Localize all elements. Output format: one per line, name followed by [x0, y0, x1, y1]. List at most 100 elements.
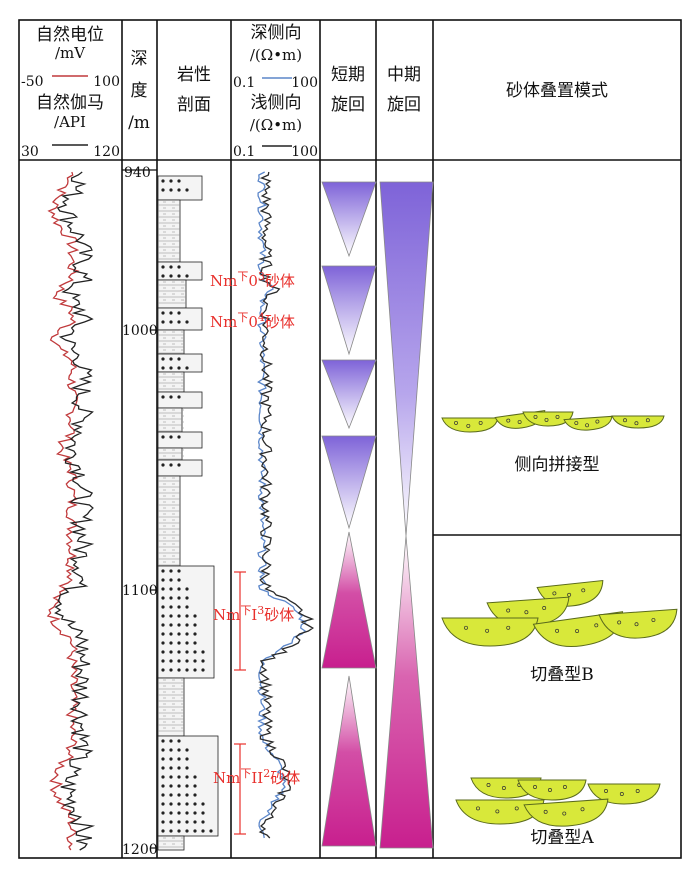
lith-sand-dot	[169, 587, 173, 591]
lith-sand-dot	[161, 757, 165, 761]
lith-sand-dot	[177, 357, 181, 361]
short-cycle-1	[321, 181, 377, 258]
lith-sand-dot	[161, 274, 165, 278]
lith-sand-dot	[161, 311, 165, 315]
sand-grain	[580, 807, 585, 812]
sand-grain	[533, 414, 538, 419]
lith-bed-sand	[157, 431, 203, 449]
lith-sand-dot	[161, 659, 165, 663]
lith-sand-dot	[193, 650, 197, 654]
lith-sand-dot	[161, 650, 165, 654]
lith-sand-dot	[177, 802, 181, 806]
lith-sand-dot	[185, 757, 189, 761]
mode-cut-b-label: 切叠型B	[530, 665, 594, 685]
lith-sand-dot	[161, 748, 165, 752]
lith-bed-mud	[157, 835, 185, 851]
lith-sand-dot	[177, 320, 181, 324]
short-cycle-4	[321, 435, 377, 530]
lith-sand-dot	[161, 463, 165, 467]
gr-min: 30	[21, 144, 39, 160]
lith-sand-dot	[193, 775, 197, 779]
lith-line-1: 岩性	[177, 65, 211, 85]
lith-bed-sand	[157, 261, 203, 281]
lith-sand-dot	[161, 188, 165, 192]
lith-sand-dot	[177, 179, 181, 183]
sand-grain	[478, 420, 483, 425]
deep-resistivity-curve	[258, 171, 315, 839]
lith-sand-dot	[177, 641, 181, 645]
deep-title: 深侧向	[251, 23, 302, 43]
sand-grain	[645, 418, 650, 423]
lith-sand-dot	[161, 578, 165, 582]
sand-annotations: Nm下03砂体 Nm下04砂体 Nm下I3砂体 Nm下II2砂体	[210, 270, 300, 787]
lith-sand-dot	[193, 784, 197, 788]
table-grid	[18, 19, 682, 859]
sand-grain	[485, 628, 490, 633]
lith-sand-dot	[177, 775, 181, 779]
lith-sand-dot	[185, 784, 189, 788]
lith-sand-dot	[193, 811, 197, 815]
lith-line-2: 剖面	[177, 95, 211, 115]
lith-sand-dot	[169, 775, 173, 779]
shallow-title: 浅侧向	[251, 93, 302, 113]
lith-sand-dot	[193, 623, 197, 627]
sand-grain	[604, 789, 608, 793]
lith-sand-dot	[161, 766, 165, 770]
lith-sand-dot	[169, 820, 173, 824]
lith-sand-dot	[161, 320, 165, 324]
sand-grain	[594, 623, 599, 628]
lith-sand-dot	[185, 596, 189, 600]
lith-sand-dot	[193, 793, 197, 797]
lith-sand-dot	[169, 829, 173, 833]
lith-sand-dot	[169, 463, 173, 467]
lith-bed-sand	[157, 459, 203, 477]
gr-curve	[54, 171, 96, 851]
short-cycle-2	[321, 265, 377, 356]
lith-sand-dot	[161, 569, 165, 573]
cut-a-sand-body-5	[523, 798, 609, 827]
depth-axis: 940 1000 1100 1200	[122, 165, 158, 858]
sand-grain	[506, 625, 511, 630]
short-cycle-line-2: 旋回	[331, 95, 365, 115]
lith-sand-dot	[169, 632, 173, 636]
lith-sand-dot	[177, 793, 181, 797]
lith-sand-dot	[169, 739, 173, 743]
lith-sand-dot	[177, 614, 181, 618]
sand-grain	[454, 420, 458, 425]
sp-unit: /mV	[55, 44, 86, 62]
depth-tick-1100: 1100	[122, 583, 158, 599]
lith-sand-dot	[161, 802, 165, 806]
lith-sand-dot	[185, 587, 189, 591]
sand-grain	[555, 414, 560, 419]
sand-grain	[514, 806, 519, 811]
lith-sand-dot	[177, 739, 181, 743]
short-term-cycles	[321, 181, 377, 847]
lith-sand-dot	[177, 366, 181, 370]
lith-sand-dot	[169, 605, 173, 609]
sand-grain	[634, 421, 639, 426]
lith-sand-dot	[201, 659, 205, 663]
lith-sand-dot	[185, 793, 189, 797]
lith-bed-sand	[157, 307, 203, 331]
mid-term-cycles	[379, 181, 434, 849]
sp-max: 100	[93, 74, 120, 90]
lith-sand-dot	[177, 265, 181, 269]
lith-sand-dot	[161, 587, 165, 591]
lith-sand-dot	[177, 784, 181, 788]
header-lithology: 岩性 剖面	[177, 65, 211, 115]
gr-max: 120	[93, 144, 120, 160]
sand-grain	[506, 608, 511, 613]
lith-sand-dot	[169, 748, 173, 752]
lith-bed-sand	[157, 175, 203, 201]
sand-grain	[595, 419, 600, 424]
sp-curve	[46, 171, 80, 851]
lith-sand-dot	[169, 766, 173, 770]
depth-char-1: 深	[131, 49, 148, 69]
lith-sand-dot	[169, 793, 173, 797]
lith-sand-dot	[177, 587, 181, 591]
sand-grain	[533, 785, 537, 789]
lith-sand-dot	[177, 766, 181, 770]
lith-sand-dot	[161, 395, 165, 399]
sand-grain	[544, 417, 549, 422]
lith-sand-dot	[161, 596, 165, 600]
